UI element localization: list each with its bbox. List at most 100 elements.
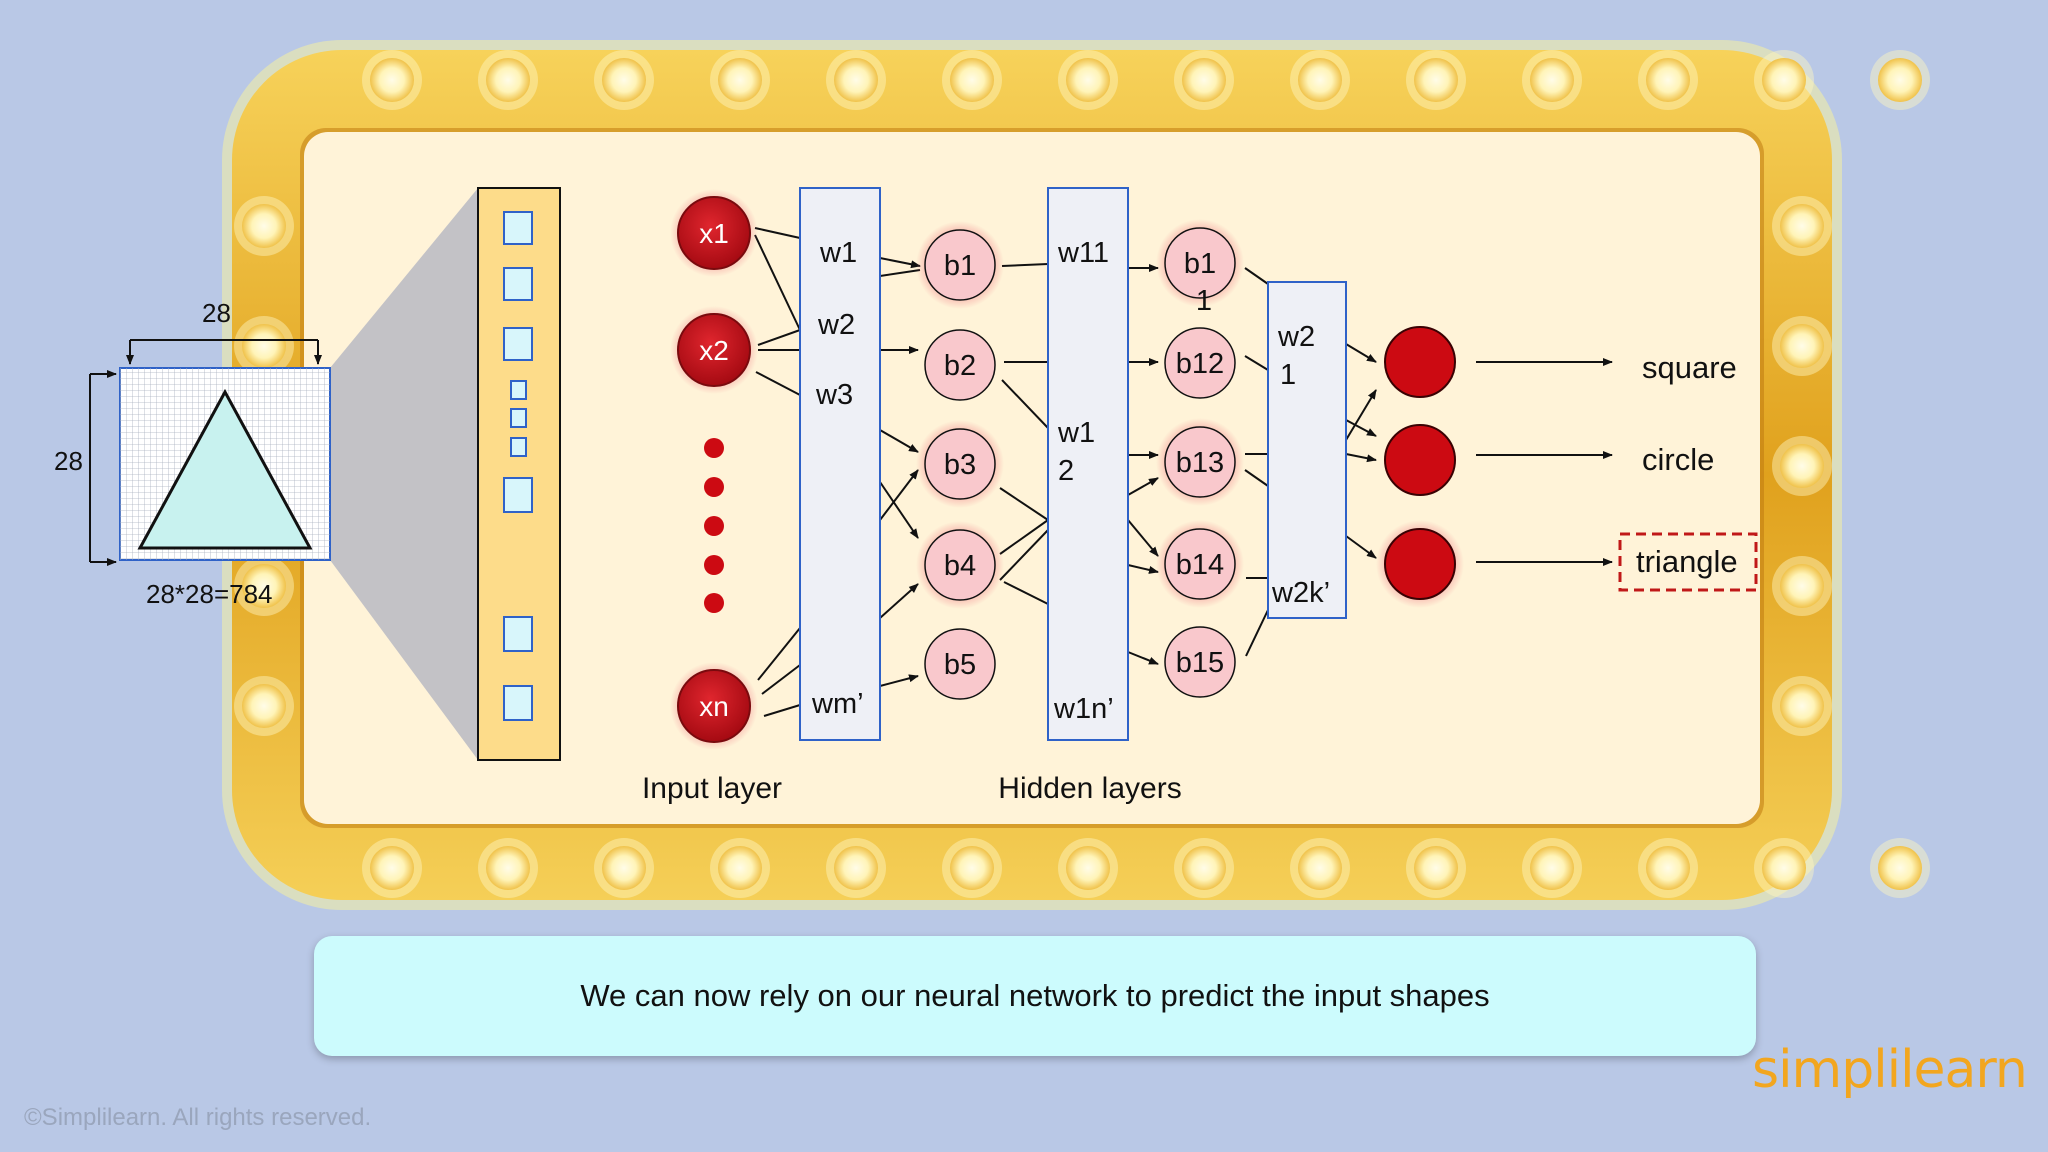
marquee-bulbs <box>234 50 1930 898</box>
grid-height-label: 28 <box>54 446 83 476</box>
marquee-bulb <box>1780 684 1824 728</box>
svg-text:b13: b13 <box>1176 447 1224 479</box>
svg-text:1: 1 <box>1196 285 1212 317</box>
hidden2-node-b11: b1 1 <box>1156 219 1244 317</box>
marquee-bulb <box>718 58 762 102</box>
marquee-bulb <box>1780 564 1824 608</box>
marquee-bulb <box>1182 846 1226 890</box>
copyright-notice: ©Simplilearn. All rights reserved. <box>24 1104 372 1131</box>
marquee-bulb <box>1414 846 1458 890</box>
weight-label-w1n: w1n’ <box>1053 693 1114 725</box>
flattened-vector <box>477 187 561 761</box>
svg-text:xn: xn <box>699 691 729 722</box>
marquee-bulb <box>1762 846 1806 890</box>
marquee-bulb <box>1298 846 1342 890</box>
marquee-bulb <box>486 846 530 890</box>
marquee-bulb <box>1878 846 1922 890</box>
predicted-output-highlight <box>1618 532 1758 592</box>
marquee-bulb <box>1780 204 1824 248</box>
marquee-bulb <box>1646 58 1690 102</box>
marquee-bulb <box>950 846 994 890</box>
marquee-bulb <box>370 58 414 102</box>
caption-text: We can now rely on our neural network to… <box>580 978 1490 1013</box>
marquee-bulb <box>1182 58 1226 102</box>
input-node-x1: x1 <box>670 189 758 277</box>
weight-label-w11: w11 <box>1057 237 1109 269</box>
grid-pixel-count-label: 28*28=784 <box>146 579 273 609</box>
svg-text:b1: b1 <box>944 250 976 282</box>
input-layer-label: Input layer <box>642 772 782 805</box>
output-label-circle: circle <box>1642 442 1714 477</box>
marquee-bulb <box>1780 324 1824 368</box>
marquee-bulb <box>1780 444 1824 488</box>
svg-text:b4: b4 <box>944 550 976 582</box>
projection-funnel <box>330 188 478 760</box>
svg-text:b14: b14 <box>1176 549 1224 581</box>
marquee-bulb <box>1530 58 1574 102</box>
marquee-bulb <box>242 204 286 248</box>
weight-label-w2k: w2k’ <box>1271 577 1330 609</box>
hidden-layers-label: Hidden layers <box>998 772 1181 805</box>
hidden1-node-b2: b2 <box>924 329 996 401</box>
svg-text:b3: b3 <box>944 449 976 481</box>
simplilearn-logo: simplilearn <box>1752 1040 2028 1100</box>
marquee-bulb <box>1066 58 1110 102</box>
weight-label-w2: w2 <box>817 309 855 341</box>
marquee-bulb <box>1762 58 1806 102</box>
hidden2-node-b12: b12 <box>1164 327 1236 399</box>
hidden2-node-b14: b14 <box>1156 520 1244 608</box>
hidden-weights-box-1 <box>1047 187 1129 741</box>
input-node-xn: xn <box>670 662 758 750</box>
hidden1-node-b5: b5 <box>924 628 996 700</box>
svg-text:b12: b12 <box>1176 348 1224 380</box>
dimension-lines <box>89 339 322 566</box>
output-node-square <box>1384 326 1456 398</box>
marquee-bulb <box>718 846 762 890</box>
input-node-x2: x2 <box>670 306 758 394</box>
svg-text:x2: x2 <box>699 335 729 366</box>
hidden1-node-b1: b1 <box>916 221 1004 309</box>
svg-text:b5: b5 <box>944 649 976 681</box>
output-label-triangle: triangle <box>1636 544 1738 579</box>
hidden1-node-b3: b3 <box>916 420 1004 508</box>
marquee-bulb <box>242 684 286 728</box>
marquee-bulb <box>1646 846 1690 890</box>
hidden2-node-b13: b13 <box>1156 418 1244 506</box>
input-image-grid <box>119 367 331 561</box>
marquee-bulb <box>602 58 646 102</box>
marquee-bulb <box>370 846 414 890</box>
output-label-square: square <box>1642 350 1737 385</box>
marquee-bulb <box>950 58 994 102</box>
marquee-bulb <box>1878 58 1922 102</box>
marquee-bulb <box>486 58 530 102</box>
marquee-bulb <box>242 564 286 608</box>
hidden-weights-box-2 <box>1267 281 1347 619</box>
marquee-bulb <box>1414 58 1458 102</box>
weight-label-wm: wm’ <box>811 688 864 720</box>
hidden2-node-b15: b15 <box>1164 626 1236 698</box>
input-node-ellipsis <box>704 438 724 613</box>
weight-label-w21-line1: w2 <box>1277 321 1315 353</box>
output-node-circle <box>1384 424 1456 496</box>
weight-label-w21-line2: 1 <box>1280 359 1296 391</box>
marquee-bulb <box>1066 846 1110 890</box>
input-weights-box <box>799 187 881 741</box>
marquee-bulb <box>242 324 286 368</box>
output-node-triangle <box>1376 520 1464 608</box>
marquee-bulb <box>834 846 878 890</box>
caption-box: We can now rely on our neural network to… <box>314 936 1756 1056</box>
weight-label-w12-line2: 2 <box>1058 455 1074 487</box>
content-panel <box>304 132 1760 824</box>
weight-label-w1: w1 <box>819 237 857 269</box>
connections <box>754 227 1613 717</box>
weight-label-w3: w3 <box>815 379 853 411</box>
marquee-bulb <box>1298 58 1342 102</box>
svg-text:x1: x1 <box>699 218 729 249</box>
svg-text:b1: b1 <box>1184 248 1216 280</box>
weight-label-w12-line1: w1 <box>1057 417 1095 449</box>
hidden1-node-b4: b4 <box>916 521 1004 609</box>
svg-text:b2: b2 <box>944 350 976 382</box>
marquee-bulb <box>834 58 878 102</box>
grid-width-label: 28 <box>202 298 231 328</box>
